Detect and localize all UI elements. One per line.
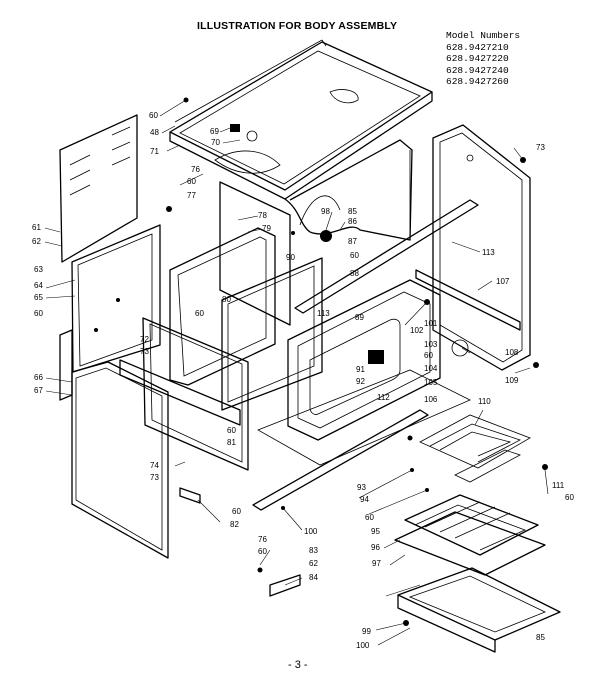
page-number: - 3 - [288,659,308,671]
part-label: 61 [32,223,41,232]
front-frame-panel [119,317,249,471]
part-label: 74 [150,461,159,470]
part-label: 60 [424,351,433,360]
part-label: 48 [150,128,159,137]
part-label: 88 [350,269,359,278]
part-label: 101 [424,319,438,328]
part-label: 86 [348,217,357,226]
part-label: 78 [258,211,267,220]
model-number: 628.9427210 [446,41,509,53]
left-side-panel [71,224,161,373]
part-label: 63 [34,265,43,274]
model-number: 628.9427220 [446,53,509,64]
part-label: 60 [365,513,374,522]
right-side-panel [432,124,531,371]
left-side-panel-rear [59,114,138,263]
callout-labels: 60 48 69 70 71 76 60 77 73 61 62 63 64 6… [32,111,574,650]
part-label: 69 [210,127,219,136]
part-label: 60 [34,309,43,318]
part-label: 72 [140,335,149,344]
part-label: 76 [191,165,200,174]
broil-heating-element [419,414,531,483]
part-label: 76 [258,535,267,544]
part-label: 60 [195,309,204,318]
part-label: 104 [424,364,438,373]
part-label: 60 [187,177,196,186]
part-label: 105 [424,378,438,387]
part-label: 62 [309,559,318,568]
part-label: 94 [360,495,369,504]
part-label: 90 [286,253,295,262]
part-label: 73 [140,347,149,356]
part-label: 84 [309,573,318,582]
part-label: 80 [222,295,231,304]
oven-back-body [219,139,413,326]
inner-insulation-panels [169,227,323,411]
part-label: 106 [424,395,438,404]
part-label: 73 [536,143,545,152]
model-number: 628.9427240 [446,64,509,76]
top-cover-panel [169,39,433,200]
leader-lines [44,99,549,646]
part-label: 79 [262,224,271,233]
part-label: 92 [356,377,365,386]
part-label: 71 [150,147,159,156]
part-label: 60 [232,507,241,516]
part-label: 85 [348,207,357,216]
part-label: 110 [478,397,491,406]
part-label: 67 [34,386,43,395]
bottom-storage-drawer [397,567,561,653]
part-label: 73 [150,473,159,482]
model-numbers-block: Model Numbers 628.9427210 628.9427220 62… [446,30,520,88]
part-label: 113 [317,309,330,318]
part-label: 108 [505,348,519,357]
part-label: 65 [34,293,43,302]
part-label: 100 [356,641,370,650]
broiler-pan [394,494,546,576]
part-label: 103 [424,340,438,349]
part-label: 62 [32,237,41,246]
part-label: 60 [149,111,158,120]
hardware-parts [166,97,548,626]
part-label: 98 [321,207,330,216]
part-label: 77 [187,191,196,200]
part-label: 83 [309,546,318,555]
part-label: 60 [565,493,574,502]
part-label: 81 [227,438,236,447]
model-number: 628.9427260 [446,76,509,87]
part-label: 87 [348,237,357,246]
part-label: 60 [227,426,236,435]
part-label: 99 [362,627,371,636]
part-label: 60 [258,547,267,556]
part-label: 91 [356,365,365,374]
part-label: 111 [552,481,565,490]
part-label: 66 [34,373,43,382]
part-label: 112 [377,393,390,402]
part-label: 60 [350,251,359,260]
part-label: 113 [482,248,495,257]
part-label: 102 [410,326,424,335]
model-numbers-heading: Model Numbers [446,30,521,41]
part-label: 109 [505,376,519,385]
part-label: 64 [34,281,43,290]
page-title: ILLUSTRATION FOR BODY ASSEMBLY [197,20,398,32]
cross-braces [252,199,521,511]
part-label: 95 [371,527,380,536]
part-label: 107 [496,277,510,286]
front-door-panel [59,329,169,559]
part-label: 89 [355,313,364,322]
part-label: 100 [304,527,318,536]
part-label: 82 [230,520,239,529]
part-label: 97 [372,559,381,568]
part-label: 70 [211,138,220,147]
part-label: 93 [357,483,366,492]
part-label: 85 [536,633,545,642]
part-label: 96 [371,543,380,552]
oven-liner [257,279,471,466]
